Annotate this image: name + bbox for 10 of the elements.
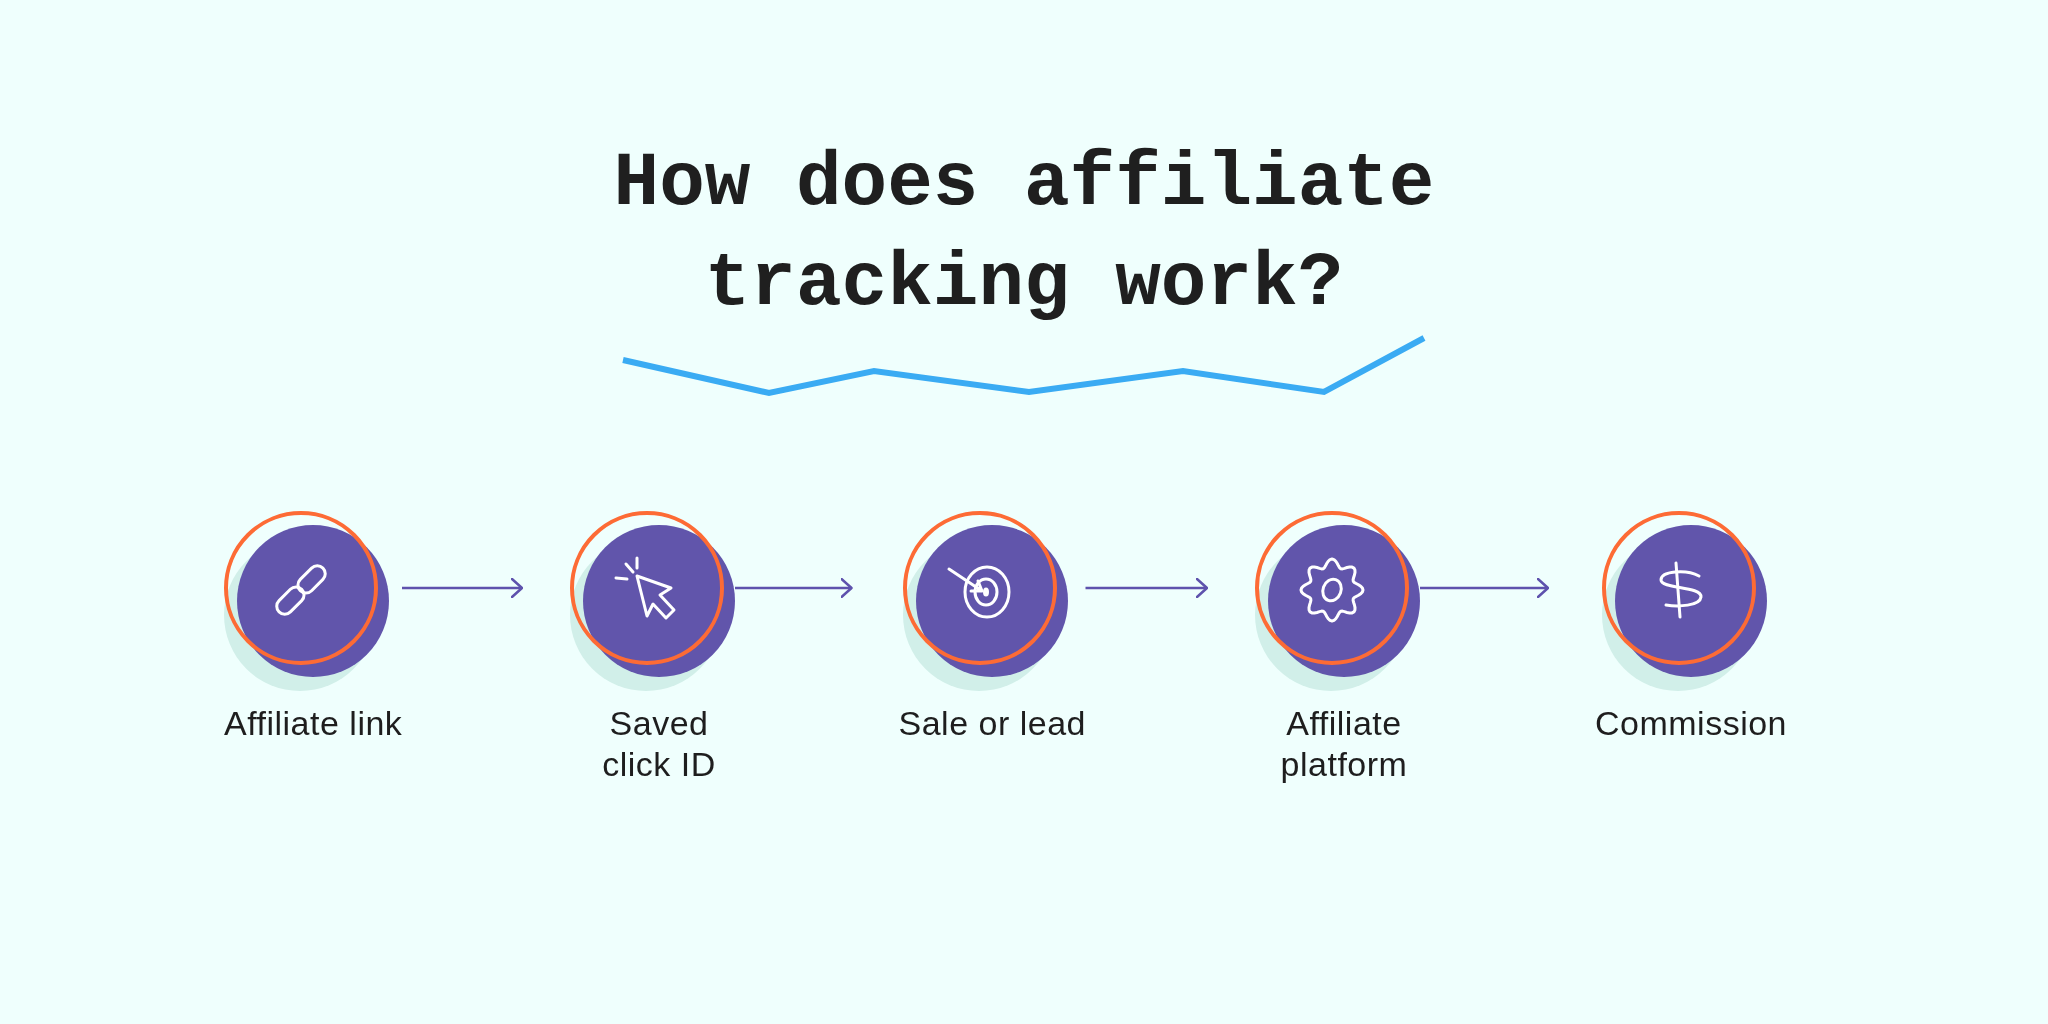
step-label: Affiliate link (224, 703, 403, 744)
title: How does affiliate tracking work? (612, 140, 1436, 329)
arrow (402, 577, 524, 599)
step-label: Commission (1595, 703, 1788, 744)
step-label: Affiliate platform (1279, 703, 1409, 785)
step-label: Sale or lead (898, 703, 1086, 744)
step-label: Saved click ID (601, 703, 717, 785)
arrow (1085, 577, 1209, 599)
arrow (735, 577, 853, 599)
arrow (1420, 577, 1550, 599)
